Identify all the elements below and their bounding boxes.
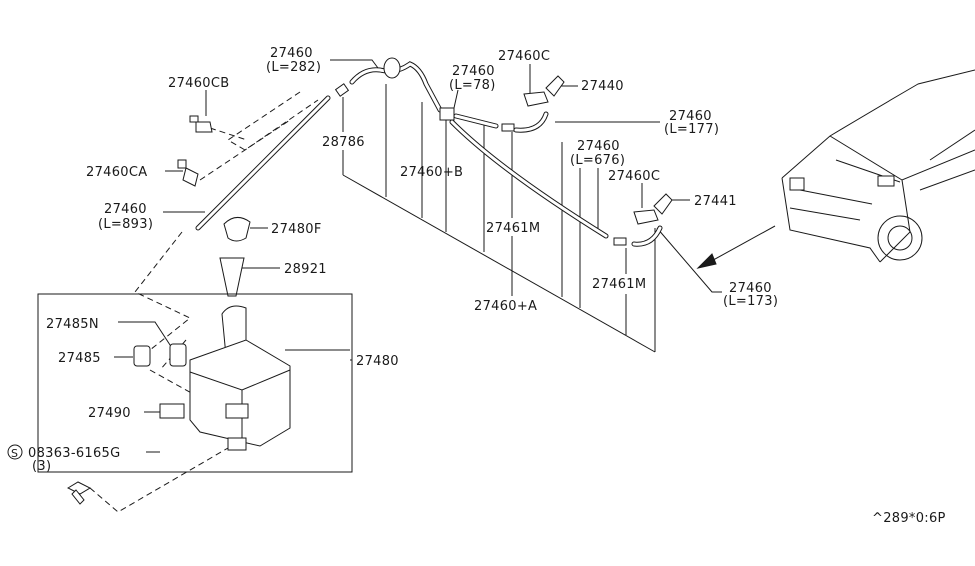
datum-lines [342, 84, 656, 353]
part-labels: 27460 (L=282) 27460CB 28786 27460 (L=78)… [7, 46, 946, 526]
screw-symbol-letter: S [11, 447, 18, 460]
label-27485n: 27485N [46, 317, 99, 332]
label-27460c-top: 27460C [498, 49, 550, 64]
label-27460-plus-b: 27460+B [400, 165, 463, 180]
label-27460-l676: 27460 [577, 139, 620, 154]
vehicle-illustration [696, 69, 975, 269]
label-27460-l282-length: (L=282) [266, 60, 321, 75]
label-27485: 27485 [58, 351, 101, 366]
label-27460-l78-length: (L=78) [449, 78, 496, 93]
label-27440: 27440 [581, 79, 624, 94]
screw-symbol: S [7, 444, 23, 460]
label-27461m-bottom: 27461M [592, 277, 646, 292]
label-27460-l893: 27460 [104, 202, 147, 217]
label-28786: 28786 [322, 135, 365, 150]
label-08363-6165g: 08363-6165G [28, 446, 121, 461]
label-27480: 27480 [356, 354, 399, 369]
label-27460ca: 27460CA [86, 165, 147, 180]
label-27441: 27441 [694, 194, 737, 209]
label-27460-l177-length: (L=177) [664, 122, 719, 137]
label-28921: 28921 [284, 262, 327, 277]
dashed-lines [89, 91, 319, 513]
label-27460-l173: 27460 [729, 281, 772, 296]
label-27460c-bottom: 27460C [608, 169, 660, 184]
label-27460cb: 27460CB [168, 76, 229, 91]
label-27460-l78: 27460 [452, 64, 495, 79]
label-27461m-top: 27461M [486, 221, 540, 236]
washer-tank-group [37, 293, 353, 473]
label-27460-plus-a: 27460+A [474, 299, 537, 314]
label-27460-l173-length: (L=173) [723, 294, 778, 309]
label-27460-l893-length: (L=893) [98, 217, 153, 232]
label-27490: 27490 [88, 406, 131, 421]
label-08363-quantity: (3) [32, 459, 51, 474]
label-27480f: 27480F [271, 222, 322, 237]
label-27460-l282: 27460 [270, 46, 313, 61]
small-parts [66, 57, 673, 505]
label-27460-l676-length: (L=676) [570, 153, 625, 168]
label-27460-l177: 27460 [669, 109, 712, 124]
diagram-reference-code: ^289*0:6P [872, 511, 946, 526]
